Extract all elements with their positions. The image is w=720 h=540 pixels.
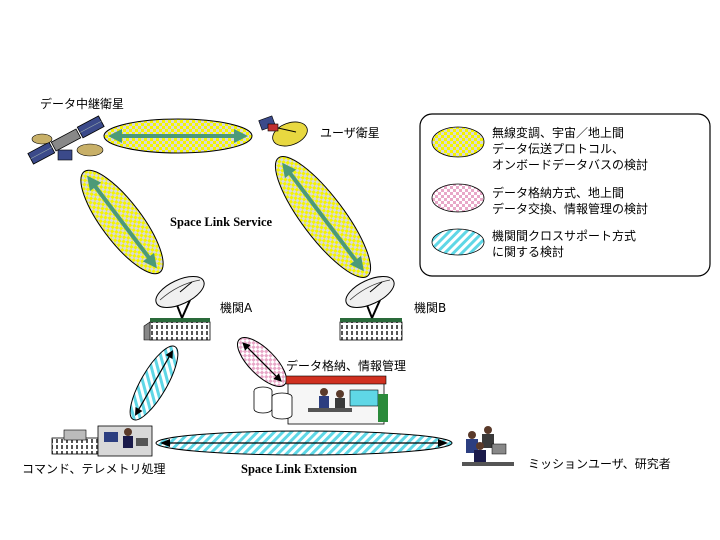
relay-satellite-icon — [27, 115, 105, 165]
link-agency-a-data-storage — [237, 337, 287, 387]
link-relay-agency-a — [80, 169, 164, 275]
command-station-icon — [51, 425, 153, 457]
agency-b-station-icon — [339, 276, 403, 341]
legend-cyan-line1: 機関間クロスサポート方式 — [492, 228, 636, 243]
legend-yellow-line2: データ伝送プロトコル、 — [492, 141, 624, 156]
space-link-service-label: Space Link Service — [170, 215, 273, 229]
legend-cyan-line2: に関する検討 — [492, 244, 564, 259]
agency-b-label: 機関B — [414, 300, 446, 315]
agency-a-label: 機関A — [220, 300, 253, 315]
link-relay-user-satellite — [103, 118, 253, 154]
legend-pink-line2: データ交換、情報管理の検討 — [492, 201, 648, 216]
relay-satellite-label: データ中継衛星 — [40, 96, 124, 111]
legend-yellow-line1: 無線変調、宇宙／地上間 — [492, 125, 624, 140]
data-storage-center-icon — [253, 375, 388, 425]
link-command-mission-users — [155, 430, 453, 456]
user-satellite-label: ユーザ衛星 — [320, 126, 380, 140]
command-telemetry-label: コマンド、テレメトリ処理 — [22, 462, 166, 476]
link-agency-a-command — [129, 345, 179, 421]
user-satellite-icon — [258, 115, 308, 147]
mission-users-label: ミッションユーザ、研究者 — [528, 456, 671, 471]
data-storage-label: データ格納、情報管理 — [286, 358, 406, 373]
legend-pink-line1: データ格納方式、地上間 — [492, 185, 624, 200]
legend-item-pink: データ格納方式、地上間 データ交換、情報管理の検討 — [431, 183, 648, 216]
agency-a-station-icon — [143, 276, 211, 341]
link-user-agency-b — [274, 156, 372, 278]
mission-users-icon — [462, 426, 514, 466]
legend-item-cyan: 機関間クロスサポート方式 に関する検討 — [431, 228, 636, 259]
space-link-extension-label: Space Link Extension — [241, 462, 357, 476]
legend-yellow-line3: オンボードデータバスの検討 — [492, 157, 648, 172]
legend-item-yellow: 無線変調、宇宙／地上間 データ伝送プロトコル、 オンボードデータバスの検討 — [431, 125, 648, 172]
legend-box: 無線変調、宇宙／地上間 データ伝送プロトコル、 オンボードデータバスの検討 デー… — [419, 113, 711, 277]
